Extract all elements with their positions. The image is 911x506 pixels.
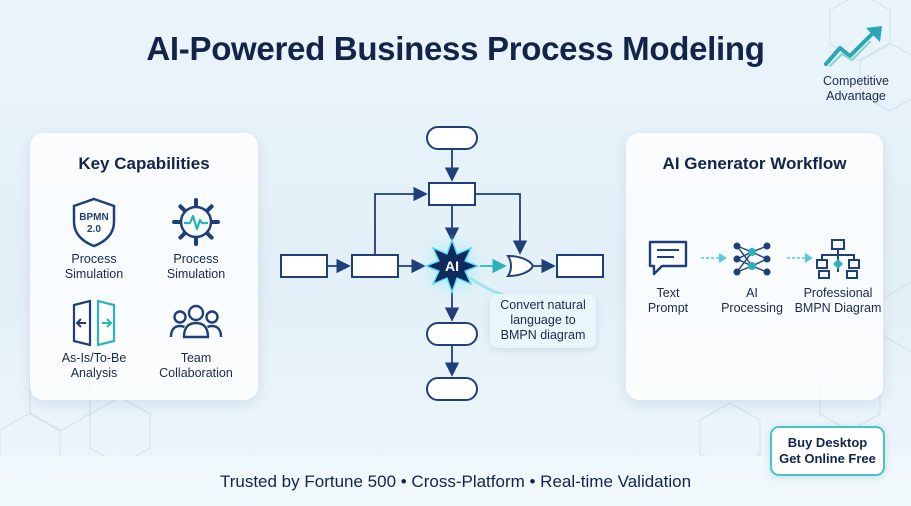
badge-label-line2: Advantage bbox=[826, 89, 886, 103]
callout-line1: Convert natural bbox=[500, 298, 586, 312]
capability-item: Team Collaboration bbox=[141, 301, 251, 381]
team-icon bbox=[169, 304, 223, 339]
key-capabilities-card: Key Capabilities BPMN 2.0 Process Simula… bbox=[30, 133, 258, 400]
capability-label-line1: As-Is/To-Be bbox=[61, 351, 127, 365]
arrow-right-icon bbox=[787, 253, 813, 263]
capability-label-line1: Process bbox=[71, 252, 117, 266]
task-right bbox=[556, 254, 604, 278]
start-event bbox=[426, 126, 478, 150]
neural-network-icon bbox=[733, 242, 771, 276]
capability-label-line2: Simulation bbox=[166, 267, 226, 281]
workflow-step: Professional BMPN Diagram bbox=[793, 238, 883, 316]
task-left-1 bbox=[280, 254, 328, 278]
task-left-2 bbox=[351, 254, 399, 278]
end-event bbox=[426, 377, 478, 401]
callout-line2: language to bbox=[510, 313, 576, 327]
workflow-step-line1: AI bbox=[746, 286, 758, 300]
footer-bar bbox=[0, 456, 911, 506]
workflow-step-line1: Professional bbox=[803, 286, 873, 300]
badge-label-line1: Competitive bbox=[823, 74, 889, 88]
buy-desktop-button[interactable]: Buy Desktop Get Online Free bbox=[770, 426, 885, 476]
merge-gateway bbox=[506, 254, 535, 278]
workflow-step-line2: Prompt bbox=[647, 301, 689, 315]
ai-callout: Convert natural language to BMPN diagram bbox=[490, 294, 596, 348]
ai-star-icon bbox=[424, 237, 480, 295]
intermediate-event bbox=[426, 322, 478, 346]
buy-button-line1: Buy Desktop bbox=[787, 435, 868, 450]
bpmn-shield-icon: BPMN 2.0 bbox=[72, 197, 116, 248]
ai-center-label: AI bbox=[445, 258, 459, 274]
ai-generator-workflow-card: AI Generator Workflow Text Prompt AI Pro… bbox=[626, 133, 883, 400]
gear-pulse-icon bbox=[172, 198, 220, 246]
workflow-step-line2: Processing bbox=[721, 301, 783, 315]
footer-text: Trusted by Fortune 500 • Cross-Platform … bbox=[219, 472, 692, 491]
workflow-step: AI Processing bbox=[707, 238, 797, 316]
capability-label-line2: Simulation bbox=[64, 267, 124, 281]
capability-label-line1: Team bbox=[180, 351, 212, 365]
chat-bubble-icon bbox=[648, 240, 688, 276]
workflow-step-line1: Text bbox=[656, 286, 680, 300]
workflow-step-line2: BMPN Diagram bbox=[794, 301, 882, 315]
competitive-advantage-badge: Competitive Advantage bbox=[808, 24, 904, 104]
bpmn-badge-line2: 2.0 bbox=[87, 224, 101, 235]
arrow-right-icon bbox=[701, 253, 727, 263]
as-is-to-be-icon bbox=[72, 299, 116, 347]
capability-label-line1: Process bbox=[173, 252, 219, 266]
page-title: AI-Powered Business Process Modeling bbox=[146, 30, 765, 67]
task-top bbox=[428, 182, 476, 206]
workflow-title: AI Generator Workflow bbox=[662, 154, 847, 173]
bpmn-badge-line1: BPMN bbox=[79, 212, 108, 223]
buy-button-line2: Get Online Free bbox=[779, 451, 876, 466]
workflow-step: Text Prompt bbox=[623, 238, 713, 316]
capability-label-line2: Collaboration bbox=[159, 366, 233, 380]
capability-item: BPMN 2.0 Process Simulation bbox=[39, 196, 149, 282]
key-capabilities-title: Key Capabilities bbox=[78, 154, 210, 173]
capability-item: Process Simulation bbox=[141, 196, 251, 282]
capability-label-line2: Analysis bbox=[70, 366, 118, 380]
trend-up-arrow-icon bbox=[824, 26, 882, 67]
capability-item: As-Is/To-Be Analysis bbox=[39, 299, 149, 381]
hierarchy-diagram-icon bbox=[816, 239, 860, 279]
callout-line3: BMPN diagram bbox=[500, 328, 586, 342]
